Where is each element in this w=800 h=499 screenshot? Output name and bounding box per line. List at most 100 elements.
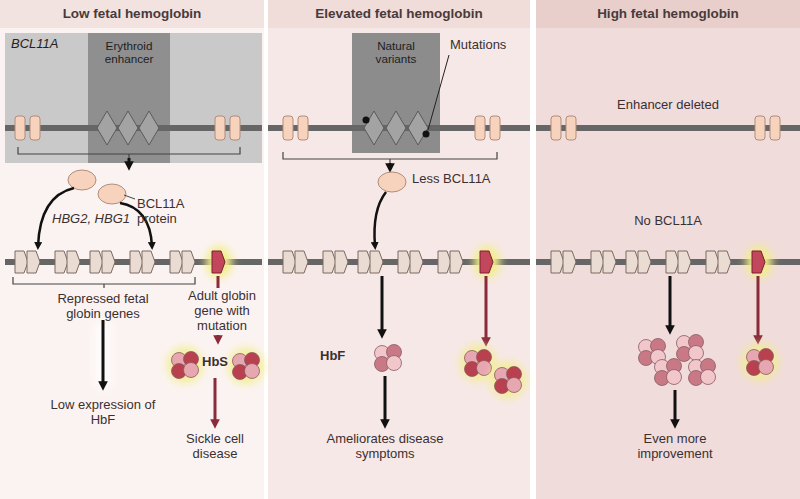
annotation-label: Sickle cell disease bbox=[173, 432, 257, 462]
mutation-dot bbox=[423, 131, 430, 138]
adult-globin-gene bbox=[752, 251, 765, 273]
process-arrow bbox=[669, 276, 672, 330]
variant-box-fill bbox=[352, 33, 440, 153]
process-arrow bbox=[381, 276, 384, 334]
fetal-globin-gene bbox=[27, 251, 40, 273]
enhancer-element bbox=[139, 111, 159, 145]
exon bbox=[283, 116, 293, 140]
annotation-label: BCL11A protein bbox=[137, 197, 207, 227]
panel: High fetal hemoglobin bbox=[536, 0, 800, 499]
fetal-globin-gene bbox=[130, 251, 143, 273]
fetal-globin-gene bbox=[335, 251, 348, 273]
process-arrow bbox=[128, 158, 131, 166]
bracket bbox=[18, 147, 240, 158]
fetal-globin-gene bbox=[563, 251, 576, 273]
annotation-label: Adult globin gene with mutation bbox=[184, 288, 260, 335]
box-label: Erythroid enhancer bbox=[88, 39, 170, 66]
panel-ground bbox=[0, 0, 264, 499]
exon bbox=[755, 116, 765, 140]
molecule-glow bbox=[490, 362, 526, 398]
hbf-subunit bbox=[667, 370, 682, 385]
enhancer-box: Erythroid enhancer bbox=[88, 33, 170, 163]
process-arrow bbox=[214, 378, 217, 424]
fetal-globin-gene bbox=[666, 251, 679, 273]
hbf-subunit bbox=[701, 370, 716, 385]
leader-line bbox=[428, 55, 449, 130]
annotation-label: No BCL11A bbox=[613, 214, 723, 229]
fetal-globin-gene bbox=[323, 251, 336, 273]
annotation-label: Less BCL11A bbox=[412, 172, 512, 187]
exon bbox=[15, 116, 25, 140]
variant-box: Natural variants bbox=[352, 33, 440, 153]
fetal-globin-gene bbox=[706, 251, 719, 273]
adult-globin-gene bbox=[480, 251, 493, 273]
exon bbox=[215, 116, 225, 140]
fetal-globin-gene bbox=[370, 251, 383, 273]
fetal-globin-gene bbox=[603, 251, 616, 273]
process-arrow bbox=[102, 320, 105, 386]
exon bbox=[566, 116, 576, 140]
annotation-label: Even more improvement bbox=[620, 432, 730, 462]
leader-line bbox=[124, 195, 135, 199]
annotation-label: Ameliorates disease symptoms bbox=[320, 432, 450, 462]
mutation-dot bbox=[363, 117, 370, 124]
fetal-globin-gene bbox=[67, 251, 80, 273]
enhancer-element bbox=[386, 111, 406, 145]
box-label: Natural variants bbox=[352, 39, 440, 66]
fetal-globin-gene bbox=[102, 251, 115, 273]
fetal-globin-gene bbox=[638, 251, 651, 273]
exon bbox=[475, 116, 485, 140]
annotation-label: HbF bbox=[320, 349, 368, 364]
panel-header bbox=[536, 0, 800, 28]
hbs-subunit bbox=[245, 364, 260, 379]
process-arrow bbox=[757, 276, 760, 340]
exon bbox=[490, 116, 500, 140]
enhancer-element bbox=[364, 111, 384, 145]
fetal-globin-gene bbox=[142, 251, 155, 273]
exon bbox=[298, 116, 308, 140]
enhancer-element bbox=[97, 111, 117, 145]
fetal-globin-gene bbox=[626, 251, 639, 273]
panel-title: Elevated fetal hemoglobin bbox=[268, 0, 530, 28]
bcl11a-protein bbox=[378, 172, 406, 192]
bcl11a-protein bbox=[98, 184, 126, 204]
annotation-label: Enhancer deleted bbox=[603, 98, 733, 113]
process-arrow bbox=[384, 376, 387, 424]
gene-glow bbox=[206, 246, 232, 278]
panel-header bbox=[0, 0, 264, 28]
annotation-label: Low expression of HbF bbox=[48, 398, 158, 428]
gene-glow bbox=[474, 246, 500, 278]
fetal-globin-gene bbox=[398, 251, 411, 273]
molecule-glow bbox=[167, 347, 203, 383]
adult-globin-gene bbox=[212, 251, 225, 273]
gene-band: BCL11A Erythroid enhancer bbox=[5, 33, 262, 163]
hbf-subunit bbox=[387, 356, 402, 371]
enhancer-element bbox=[408, 111, 428, 145]
panel-header bbox=[268, 0, 530, 28]
enhancer-box-fill bbox=[88, 33, 170, 163]
annotation-label: HBG2, HBG1 bbox=[52, 212, 142, 227]
hbf-subunit bbox=[689, 346, 704, 361]
molecule-glow bbox=[228, 348, 264, 384]
process-arrow bbox=[674, 390, 677, 424]
exon bbox=[230, 116, 240, 140]
panel-title: Low fetal hemoglobin bbox=[0, 0, 264, 28]
gene-name: BCL11A bbox=[11, 37, 58, 52]
hbs-subunit bbox=[759, 360, 774, 375]
fetal-globin-gene bbox=[450, 251, 463, 273]
panel: Low fetal hemoglobinBCL11A Erythroid enha… bbox=[0, 0, 264, 499]
fetal-globin-gene bbox=[55, 251, 68, 273]
process-arrow bbox=[389, 163, 392, 168]
hbs-subunit bbox=[184, 363, 199, 378]
panel-ground bbox=[268, 0, 530, 499]
hbs-subunit bbox=[507, 378, 522, 393]
panel-ground bbox=[536, 0, 800, 499]
gene-glow bbox=[746, 246, 772, 278]
process-arrow bbox=[485, 276, 488, 342]
fetal-globin-gene bbox=[678, 251, 691, 273]
fetal-globin-gene bbox=[551, 251, 564, 273]
fetal-globin-gene bbox=[410, 251, 423, 273]
exon bbox=[551, 116, 561, 140]
fetal-globin-gene bbox=[182, 251, 195, 273]
